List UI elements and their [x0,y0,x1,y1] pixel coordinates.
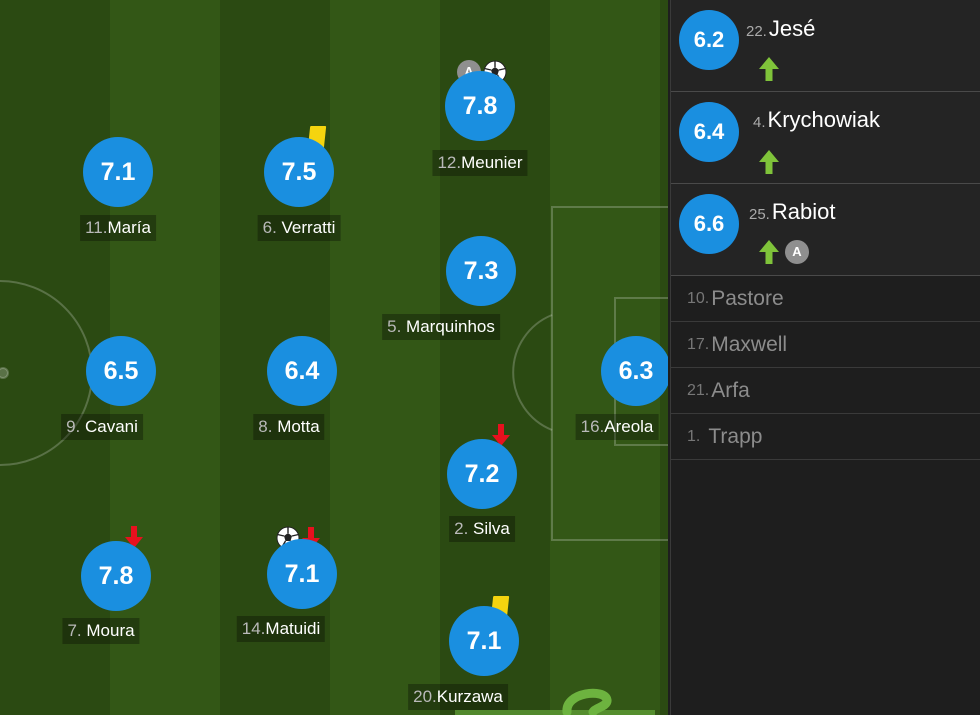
event-badges [759,150,779,174]
pitch: 7.1 11.María 7.5 6. Verratti A 7.8 12.Me… [0,0,668,715]
player-label: 6. Verratti [257,215,341,241]
substitute-name-label: 22.Jesé [746,16,815,42]
player-name: Marquinhos [406,317,495,336]
arrow-up-icon [759,57,779,81]
player-name: María [107,218,151,237]
player-name: Matuidi [265,619,321,638]
rating-bubble: 7.5 [264,137,334,207]
rating-bubble: 6.5 [86,336,156,406]
substitute-krychowiak[interactable]: 6.4 4.Krychowiak [671,92,980,184]
player-number: 11. [85,218,108,237]
event-badges: A [759,240,809,264]
player-number: 16. [580,417,605,436]
player-number: 1. [687,427,701,445]
player-label: 20.Kurzawa [408,684,508,710]
player-number: 20. [413,687,437,706]
player-number: 4. [753,114,766,131]
rating-bubble: 7.8 [445,71,515,141]
player-number: 25. [749,206,770,223]
player-label: 8. Motta [253,414,325,440]
unused-sub-maxwell[interactable]: 17.Maxwell [671,322,980,368]
substitute-name-label: 4.Krychowiak [753,107,880,133]
event-badges [759,57,779,81]
player-number: 2. [454,519,469,538]
player-name: Pastore [711,286,784,310]
rating-bubble: 6.4 [679,102,739,162]
rating-bubble: 7.1 [267,539,337,609]
arrow-up-icon [759,240,779,264]
player-label: 9. Cavani [61,414,143,440]
player-name: Kurzawa [436,687,503,706]
player-number: 22. [746,23,767,40]
player-name: Motta [277,417,320,436]
substitute-name-label: 25.Rabiot [749,199,835,225]
rating-bubble: 7.8 [81,541,151,611]
captain-badge-icon: A [785,240,809,264]
player-number: 12. [437,153,462,172]
player-name: Maxwell [711,332,788,356]
player-number: 21. [687,381,710,399]
arrow-up-icon [759,150,779,174]
rating-bubble: 6.2 [679,10,739,70]
rating-bubble: 6.6 [679,194,739,254]
player-number: 5. [387,317,402,336]
rating-bubble: 7.1 [449,606,519,676]
player-name: Areola [604,417,654,436]
unused-sub-trapp[interactable]: 1. Trapp [671,414,980,460]
player-name: Meunier [461,153,523,172]
player-number: 9. [66,417,81,436]
player-label: 12.Meunier [432,150,528,176]
substitute-rabiot[interactable]: 6.6 25.Rabiot A [671,184,980,276]
substitutes-panel: 6.2 22.Jesé 6.4 4.Krychowiak 6.6 25.Rabi… [670,0,980,715]
event-badges [492,424,510,446]
player-name: Trapp [708,424,763,448]
rating-bubble: 7.2 [447,439,517,509]
player-label: 11.María [80,215,156,241]
player-name: Arfa [711,378,750,402]
player-number: 17. [687,335,710,353]
whoscored-logo-icon [455,688,655,715]
arrow-down-icon [492,424,510,446]
player-label: 14.Matuidi [236,616,326,642]
player-name: Silva [473,519,510,538]
player-label: 5. Marquinhos [382,314,500,340]
player-number: 8. [258,417,273,436]
player-number: 10. [687,289,710,307]
event-badges [125,526,143,548]
player-name: Moura [86,621,135,640]
substitute-jese[interactable]: 6.2 22.Jesé [671,0,980,92]
unused-sub-arfa[interactable]: 21.Arfa [671,368,980,414]
player-label: 2. Silva [449,516,515,542]
rating-bubble: 7.1 [83,137,153,207]
player-name: Krychowiak [767,107,880,132]
arrow-down-icon [125,526,143,548]
player-name: Rabiot [771,199,836,224]
player-number: 14. [241,619,266,638]
player-label: 7. Moura [62,618,140,644]
player-name: Verratti [281,218,336,237]
rating-bubble: 6.3 [601,336,668,406]
rating-bubble: 6.4 [267,336,337,406]
player-name: Cavani [85,417,138,436]
player-number: 7. [67,621,82,640]
player-label: 16.Areola [575,414,659,440]
unused-sub-pastore[interactable]: 10.Pastore [671,276,980,322]
rating-bubble: 7.3 [446,236,516,306]
player-number: 6. [262,218,277,237]
player-name: Jesé [768,16,816,41]
